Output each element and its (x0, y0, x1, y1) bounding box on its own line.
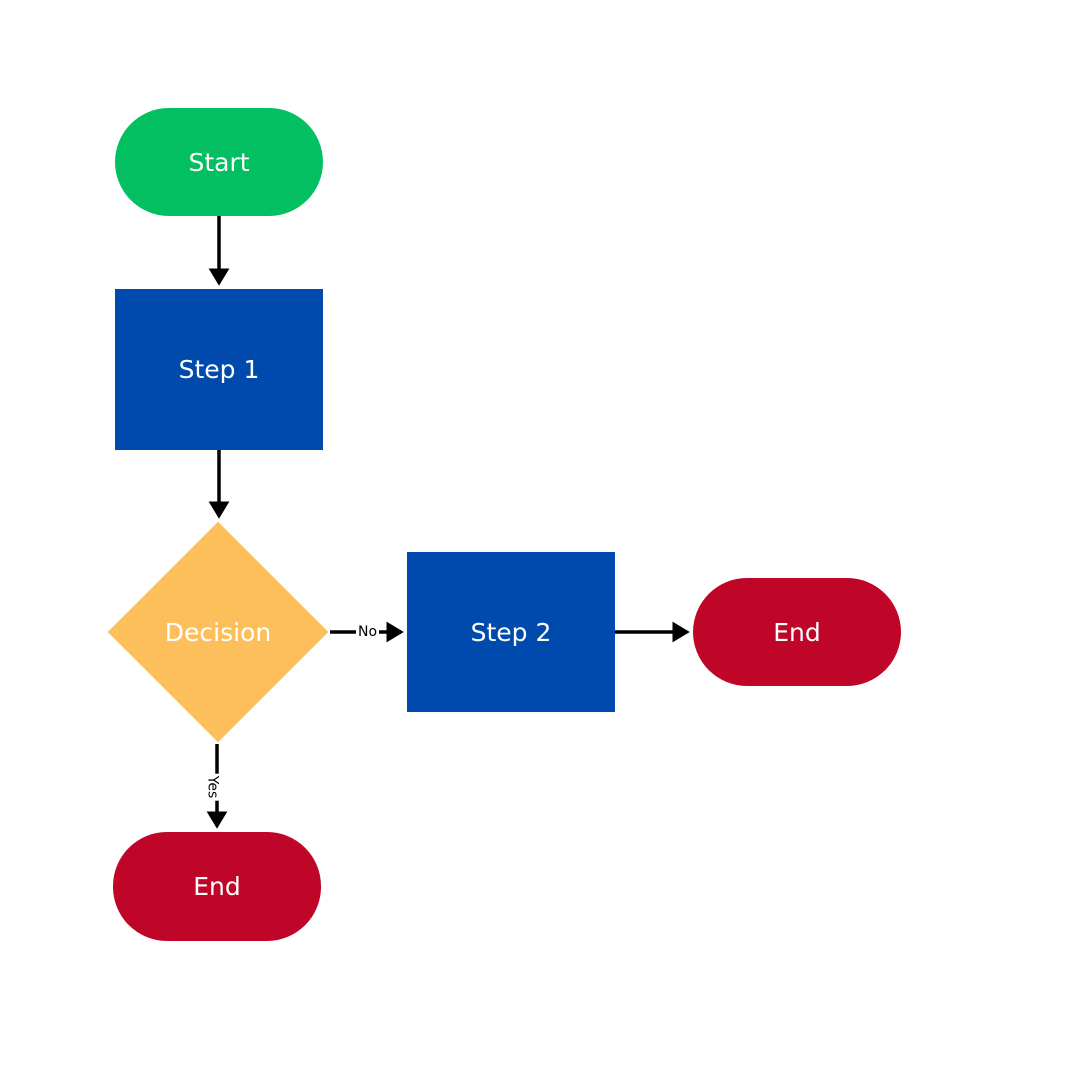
start-node-label: Start (188, 147, 250, 177)
end-node-bottom-label: End (193, 872, 241, 901)
end-node-right[interactable]: End (693, 578, 901, 686)
start-node[interactable]: Start (115, 108, 323, 216)
step2-node[interactable]: Step 2 (407, 552, 615, 712)
end-node-right-label: End (773, 617, 821, 647)
decision-node-label: Decision (164, 617, 272, 647)
step1-node-label: Step 1 (178, 355, 260, 384)
end-node-bottom[interactable]: End (113, 832, 321, 941)
edge-label-no: No (356, 624, 380, 640)
edge-label-yes: Yes (204, 773, 221, 801)
step1-node[interactable]: Step 1 (115, 289, 323, 450)
step2-node-label: Step 2 (470, 617, 552, 647)
decision-node[interactable]: Decision (107, 521, 329, 743)
